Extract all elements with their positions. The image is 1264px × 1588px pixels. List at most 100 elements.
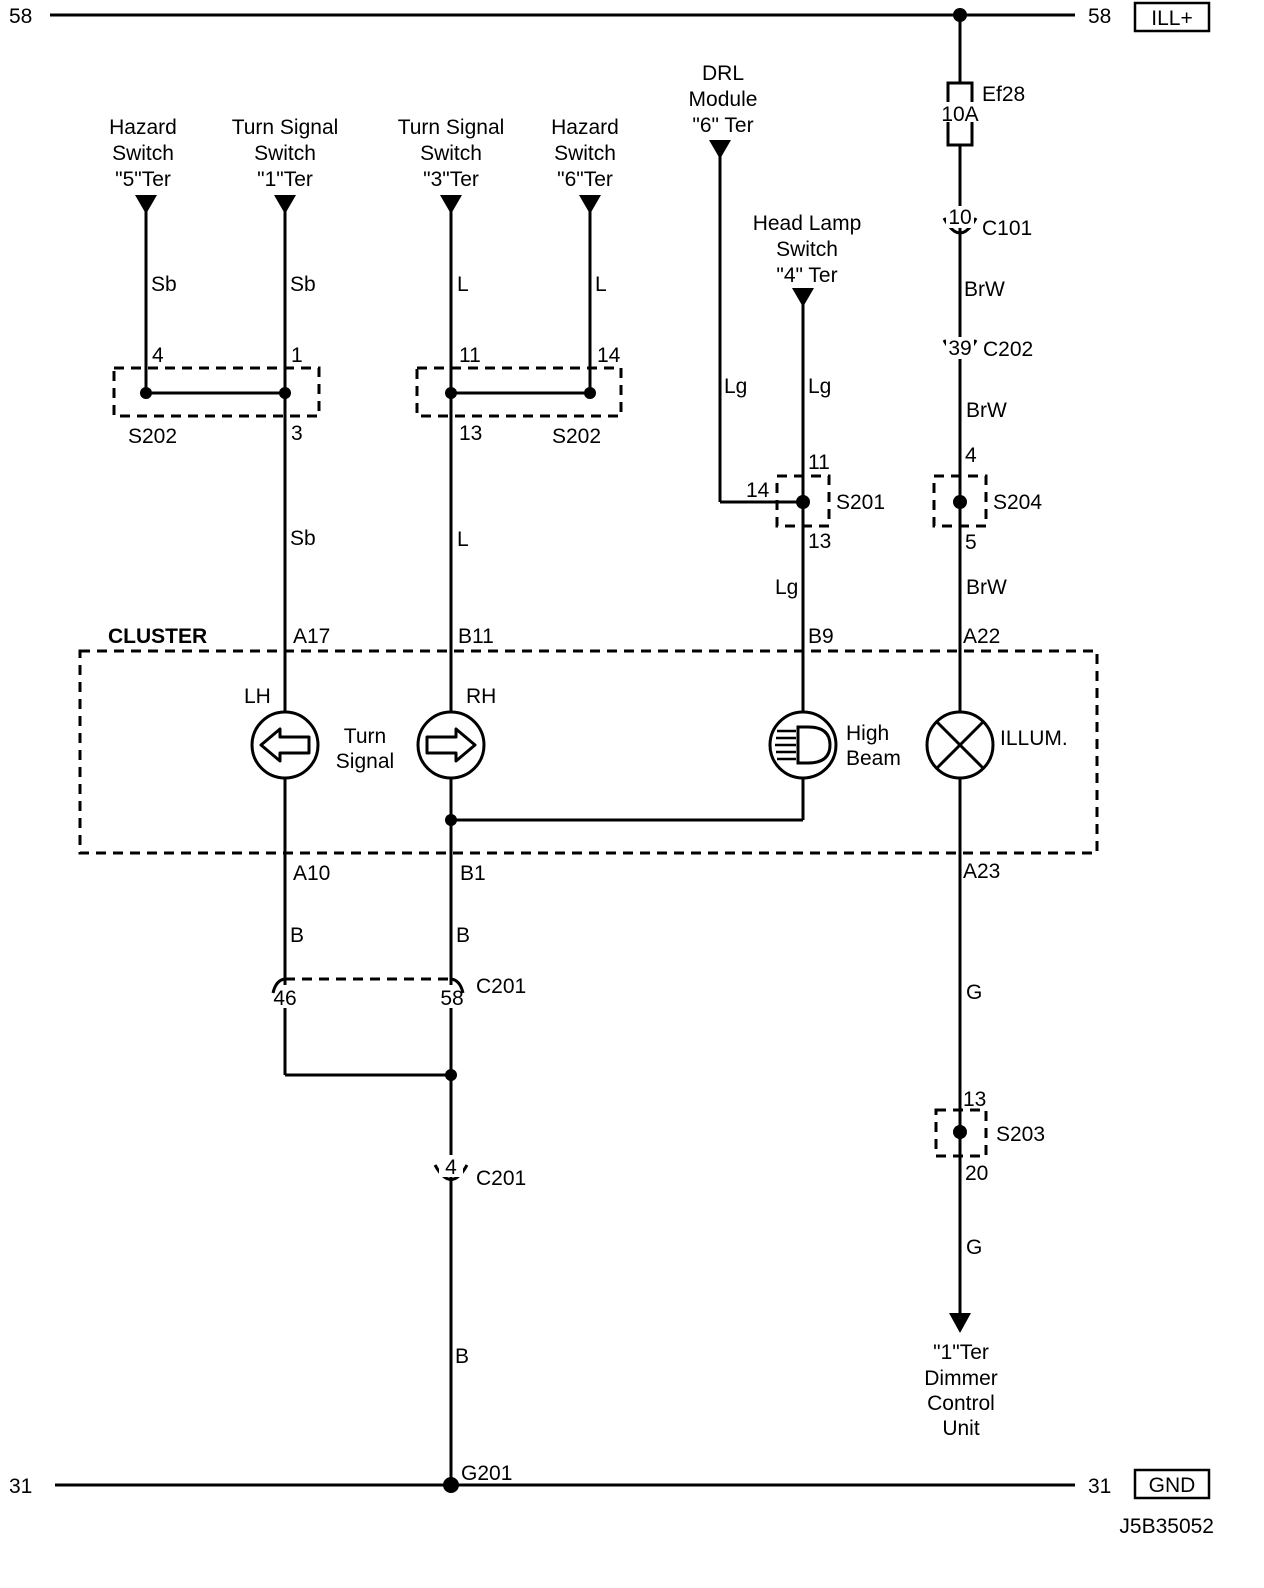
s202-right-name: S202: [552, 425, 601, 448]
turn-signal-label-1: Turn: [344, 725, 386, 748]
svg-text:Hazard: Hazard: [551, 116, 619, 139]
dimmer-label: "1"Ter Dimmer Control Unit: [924, 1341, 998, 1440]
wire-color-brw-3: BrW: [966, 576, 1007, 599]
drawing-id: J5B35052: [1119, 1515, 1214, 1538]
fuse-rating: 10A: [941, 103, 978, 126]
svg-text:DRL: DRL: [702, 62, 744, 85]
wire-color-b-3: B: [455, 1345, 469, 1368]
s201-pin-11: 11: [808, 451, 830, 474]
s202-right-pin-14: 14: [597, 344, 621, 367]
svg-text:"4" Ter: "4" Ter: [776, 264, 837, 287]
svg-text:"1"Ter: "1"Ter: [933, 1341, 989, 1364]
wire-color-lg-2: Lg: [808, 375, 831, 398]
svg-text:Turn Signal: Turn Signal: [232, 116, 339, 139]
pin-b11: B11: [458, 625, 494, 648]
s202-right-pin-13: 13: [459, 422, 482, 445]
terminal-arrows: [135, 140, 814, 307]
wire-color-b-1: B: [290, 924, 304, 947]
rh-turn-lamp: [416, 710, 486, 780]
source-hazard-6: Hazard Switch "6"Ter: [551, 116, 619, 191]
svg-text:Switch: Switch: [112, 142, 174, 165]
c201-a-name: C201: [476, 975, 526, 998]
svg-text:Dimmer: Dimmer: [924, 1367, 998, 1390]
svg-text:"5"Ter: "5"Ter: [115, 168, 171, 191]
bottom-rail-left-number: 31: [9, 1475, 32, 1498]
illum-label: ILLUM.: [1000, 727, 1068, 750]
source-turn-1: Turn Signal Switch "1"Ter: [232, 116, 339, 191]
s202-left-pin-3: 3: [291, 422, 303, 445]
s202-left-pin-4: 4: [152, 344, 164, 367]
source-hazard-5: Hazard Switch "5"Ter: [109, 116, 177, 191]
c201-b-pin: 4: [445, 1156, 457, 1179]
s202-right-pin-11: 11: [459, 344, 481, 367]
wire-color-g-1: G: [966, 981, 982, 1004]
c201-b-name: C201: [476, 1167, 526, 1190]
c202-name: C202: [983, 338, 1033, 361]
top-rail-right-number: 58: [1088, 5, 1111, 28]
lh-label: LH: [244, 685, 271, 708]
pin-a10: A10: [293, 862, 330, 885]
c101-name: C101: [982, 217, 1032, 240]
s202-left-name: S202: [128, 425, 177, 448]
pin-b1: B1: [460, 862, 486, 885]
svg-text:Control: Control: [927, 1392, 995, 1415]
wire-color-l-1: L: [457, 273, 469, 296]
bottom-rail: 31 31 GND: [9, 1468, 1211, 1500]
s204-pin-4: 4: [965, 444, 977, 467]
ill-plus-box: [1133, 1, 1211, 33]
pin-b9: B9: [808, 625, 834, 648]
fuse-name: Ef28: [982, 83, 1025, 106]
svg-text:Switch: Switch: [420, 142, 482, 165]
wire-color-brw-2: BrW: [966, 399, 1007, 422]
wire-color-g-2: G: [966, 1236, 982, 1259]
c101-pin: 10: [948, 206, 971, 229]
illum-lamp-icon: [925, 710, 995, 780]
wire-color-brw-1: BrW: [964, 278, 1005, 301]
wire-color-sb-1: Sb: [151, 273, 177, 296]
wire-color-l-2: L: [595, 273, 607, 296]
source-headlamp: Head Lamp Switch "4" Ter: [753, 212, 862, 287]
s201-name: S201: [836, 491, 885, 514]
wire-color-b-2: B: [456, 924, 470, 947]
high-beam-label-1: High: [846, 722, 889, 745]
svg-text:"6" Ter: "6" Ter: [692, 114, 753, 137]
wire-color-lg-3: Lg: [775, 576, 798, 599]
s203-pin-20: 20: [965, 1162, 988, 1185]
svg-text:Switch: Switch: [776, 238, 838, 261]
svg-text:Turn Signal: Turn Signal: [398, 116, 505, 139]
s204-name: S204: [993, 491, 1042, 514]
wire-color-lg-1: Lg: [724, 375, 747, 398]
s204-pin-5: 5: [965, 531, 977, 554]
svg-text:Hazard: Hazard: [109, 116, 177, 139]
ill-plus-tag: ILL+: [1151, 7, 1192, 30]
cluster: CLUSTER A17 B11 B9 A22 A10 B1 A23 LH RH …: [78, 625, 1099, 985]
wire-color-l-3: L: [457, 528, 469, 551]
c202-pin: 39: [948, 337, 971, 360]
turn-signal-label-2: Signal: [336, 750, 394, 773]
svg-text:"1"Ter: "1"Ter: [257, 168, 313, 191]
svg-text:Head Lamp: Head Lamp: [753, 212, 862, 235]
illum-return-wiring: G 13 20 S203 G: [934, 778, 1045, 1333]
pin-a22: A22: [963, 625, 1000, 648]
svg-text:Unit: Unit: [942, 1417, 980, 1440]
ground-wiring: B B 46 58 C201 4 C201 B G201: [271, 924, 526, 1493]
c201-pin-46: 46: [273, 987, 296, 1010]
high-beam-label-2: Beam: [846, 747, 901, 770]
s203-pin-13: 13: [963, 1088, 986, 1111]
wire-color-sb-3: Sb: [290, 527, 316, 550]
right-turn-wiring: L L 11 14 13 S202 L: [415, 200, 623, 713]
svg-text:Switch: Switch: [554, 142, 616, 165]
rh-label: RH: [466, 685, 496, 708]
svg-text:Module: Module: [689, 88, 758, 111]
s203-name: S203: [996, 1123, 1045, 1146]
source-turn-3: Turn Signal Switch "3"Ter: [398, 116, 505, 191]
c201-pin-58: 58: [440, 987, 463, 1010]
lh-turn-lamp: [250, 710, 320, 780]
s202-left-pin-1: 1: [291, 344, 303, 367]
high-beam-wiring: Lg Lg 11 14 13 S201 Lg: [718, 145, 885, 713]
svg-text:Switch: Switch: [254, 142, 316, 165]
pin-a23: A23: [963, 860, 1000, 883]
top-rail-left-number: 58: [9, 5, 32, 28]
ground-g201: G201: [461, 1462, 512, 1485]
